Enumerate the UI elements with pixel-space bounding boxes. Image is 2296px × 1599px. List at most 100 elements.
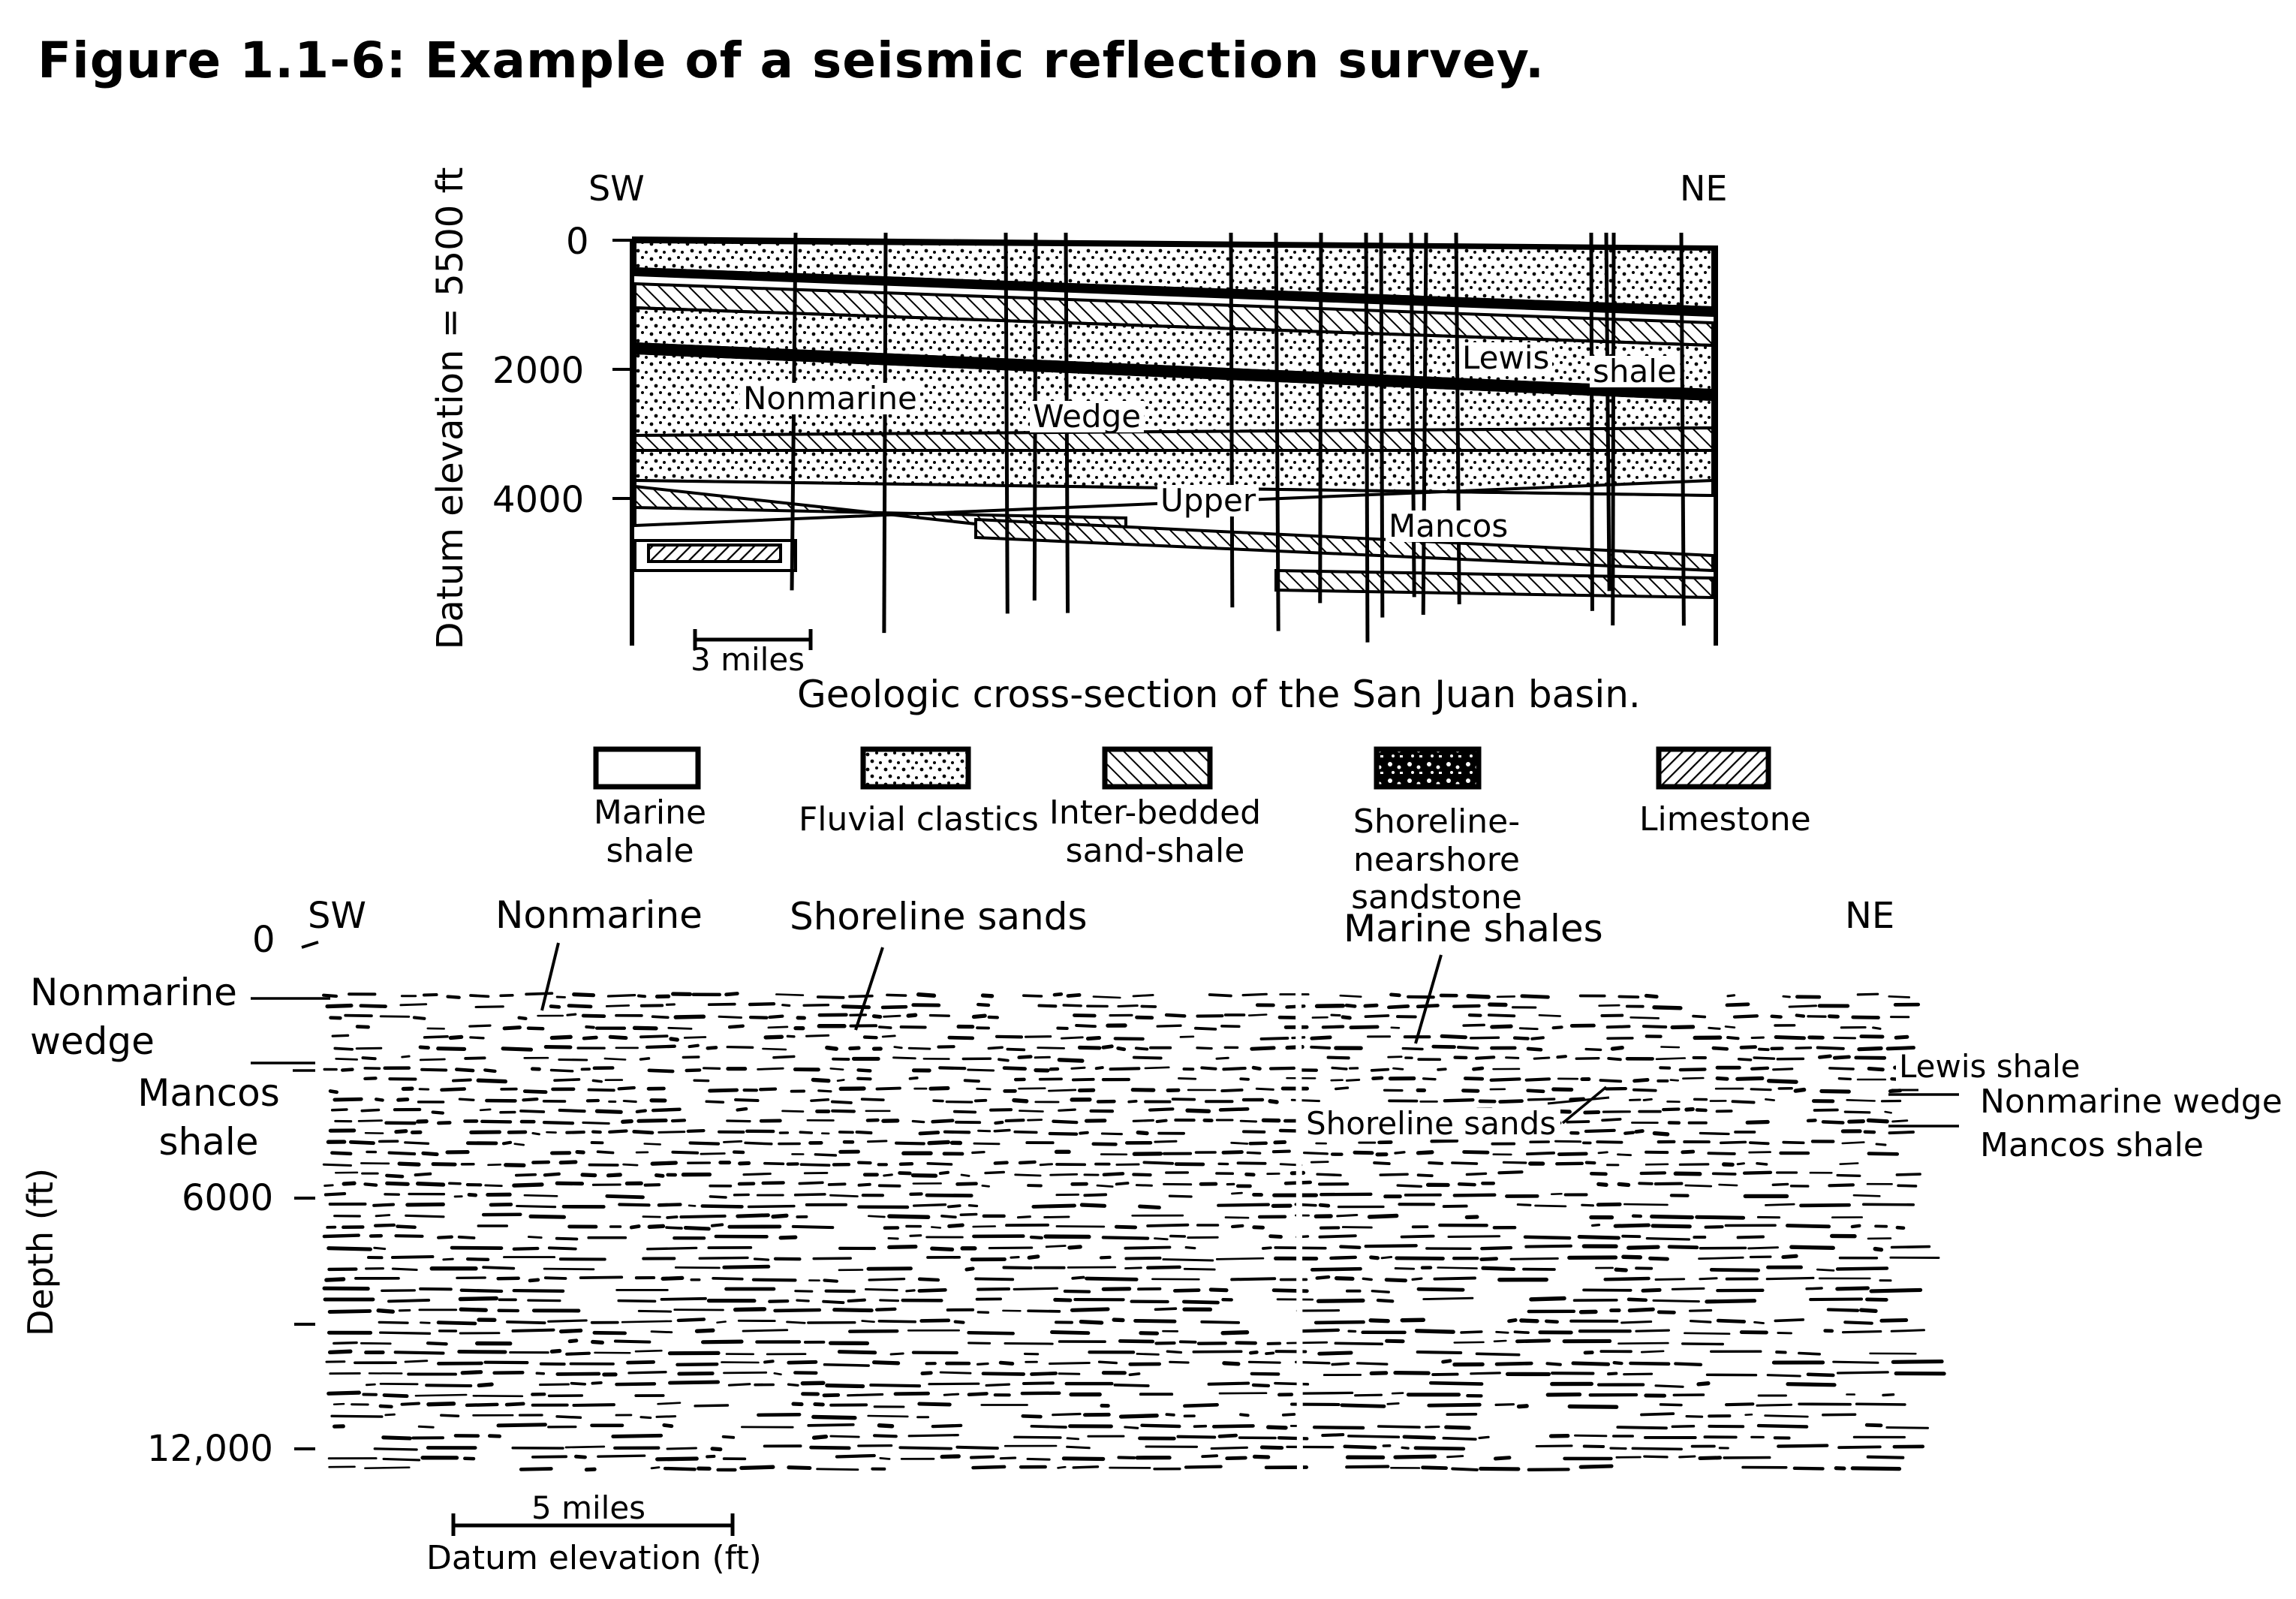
reflection-segment: [1584, 1047, 1602, 1052]
reflection-segment: [1556, 1055, 1567, 1059]
reflection-segment: [1318, 1203, 1331, 1208]
reflection-segment: [1222, 1066, 1247, 1071]
reflection-segment: [1239, 1413, 1250, 1417]
reflection-segment: [1793, 1087, 1807, 1093]
legend-swatch-shoreline-nearshore-sandstone: [1374, 746, 1482, 790]
reflection-segment: [567, 1339, 579, 1344]
reflection-segment: [452, 1078, 472, 1083]
reflection-segment: [1239, 1077, 1250, 1081]
reflection-segment: [1833, 1036, 1856, 1040]
reflection-segment: [1444, 1425, 1471, 1430]
reflection-segment: [794, 1290, 814, 1293]
reflection-segment: [1884, 1110, 1892, 1114]
reflection-segment: [1890, 1329, 1925, 1332]
reflection-segment: [1538, 1014, 1561, 1017]
reflection-segment: [1222, 1361, 1241, 1366]
reflection-segment: [967, 1392, 989, 1396]
reflection-segment: [1349, 1025, 1380, 1030]
reflection-segment: [626, 1360, 655, 1365]
reflection-segment: [1479, 1466, 1521, 1471]
reflection-segment: [1862, 1203, 1915, 1206]
reflection-segment: [930, 1246, 955, 1252]
reflection-segment: [1795, 1046, 1813, 1049]
reflection-segment: [976, 1287, 1011, 1291]
reflection-segment: [1396, 1184, 1423, 1188]
reflection-segment: [1083, 1193, 1108, 1197]
reflection-segment: [1774, 1318, 1805, 1323]
reflection-segment: [1452, 1193, 1497, 1197]
seismic-reflections: [322, 987, 1946, 1480]
reflection-segment: [1368, 1318, 1390, 1323]
reflection-segment: [1882, 1393, 1895, 1397]
reflection-segment: [1268, 1099, 1279, 1104]
reflection-segment: [1431, 1044, 1456, 1049]
reflection-segment: [1772, 1068, 1794, 1071]
reflection-segment: [1006, 1047, 1026, 1052]
reflection-segment: [712, 1276, 744, 1281]
reflection-segment: [1822, 1413, 1857, 1417]
reflection-segment: [761, 1181, 785, 1185]
reflection-segment: [1063, 1289, 1091, 1293]
reflection-segment: [1837, 1077, 1852, 1081]
seis-top-label-marine-shales: Marine shales: [1344, 907, 1603, 950]
reflection-segment: [477, 1382, 494, 1388]
reflection-segment: [373, 1223, 396, 1227]
reflection-segment: [763, 1360, 775, 1364]
reflection-segment: [1451, 1467, 1479, 1471]
reflection-segment: [1250, 1046, 1276, 1051]
reflection-segment: [1208, 993, 1232, 998]
reflection-segment: [787, 1360, 818, 1365]
reflection-segment: [342, 1181, 357, 1186]
reflection-segment: [1509, 1257, 1559, 1260]
reflection-segment: [1391, 1392, 1404, 1395]
reflection-segment: [848, 994, 874, 998]
reflection-segment: [1638, 1182, 1654, 1185]
reflection-segment: [1634, 1129, 1645, 1134]
reflection-segment: [417, 1425, 435, 1429]
reflection-segment: [1117, 1456, 1136, 1459]
reflection-segment: [947, 1223, 964, 1228]
reflection-segment: [1667, 1245, 1699, 1250]
reflection-segment: [359, 1004, 387, 1008]
reflection-segment: [1867, 1067, 1885, 1072]
reflection-segment: [1655, 1057, 1687, 1061]
reflection-segment: [981, 1372, 1026, 1376]
reflection-segment: [1085, 1035, 1102, 1041]
reflection-segment: [1102, 1172, 1125, 1177]
reflection-segment: [1629, 1361, 1671, 1366]
reflection-segment: [484, 1184, 503, 1188]
reflection-segment: [1341, 1015, 1352, 1020]
reflection-segment: [1897, 1184, 1918, 1188]
reflection-segment: [1670, 1025, 1696, 1030]
reflection-segment: [360, 1342, 392, 1345]
seis-scale-label: 5 miles: [531, 1489, 646, 1526]
reflection-segment: [1617, 1182, 1631, 1188]
reflection-segment: [1654, 1182, 1684, 1186]
reflection-segment: [421, 1151, 439, 1157]
reflection-segment: [759, 1087, 778, 1092]
reflection-segment: [1463, 1077, 1485, 1081]
reflection-segment: [706, 1454, 716, 1459]
reflection-segment: [565, 1131, 585, 1134]
reflection-segment: [682, 1055, 700, 1059]
figure-title: Figure 1.1-6: Example of a seismic refle…: [38, 32, 1545, 89]
reflection-segment: [513, 1143, 525, 1146]
reflection-segment: [1334, 1086, 1350, 1091]
reflection-segment: [547, 1319, 588, 1323]
reflection-segment: [1400, 1234, 1435, 1239]
reflection-segment: [1462, 1150, 1490, 1155]
reflection-segment: [868, 1277, 906, 1281]
reflection-segment: [1851, 1015, 1880, 1019]
reflection-segment: [519, 1110, 546, 1113]
reflection-segment: [887, 1236, 899, 1240]
fault-line: [1364, 232, 1370, 643]
reflection-segment: [555, 1372, 601, 1376]
reflection-segment: [1597, 1151, 1608, 1155]
reflection-segment: [1124, 1266, 1142, 1269]
reflection-segment: [677, 1371, 715, 1376]
reflection-segment: [1726, 994, 1736, 998]
reflection-segment: [1481, 1266, 1516, 1272]
reflection-segment: [1707, 1152, 1736, 1155]
reflection-segment: [971, 1465, 1007, 1470]
reflection-segment: [363, 1077, 378, 1081]
